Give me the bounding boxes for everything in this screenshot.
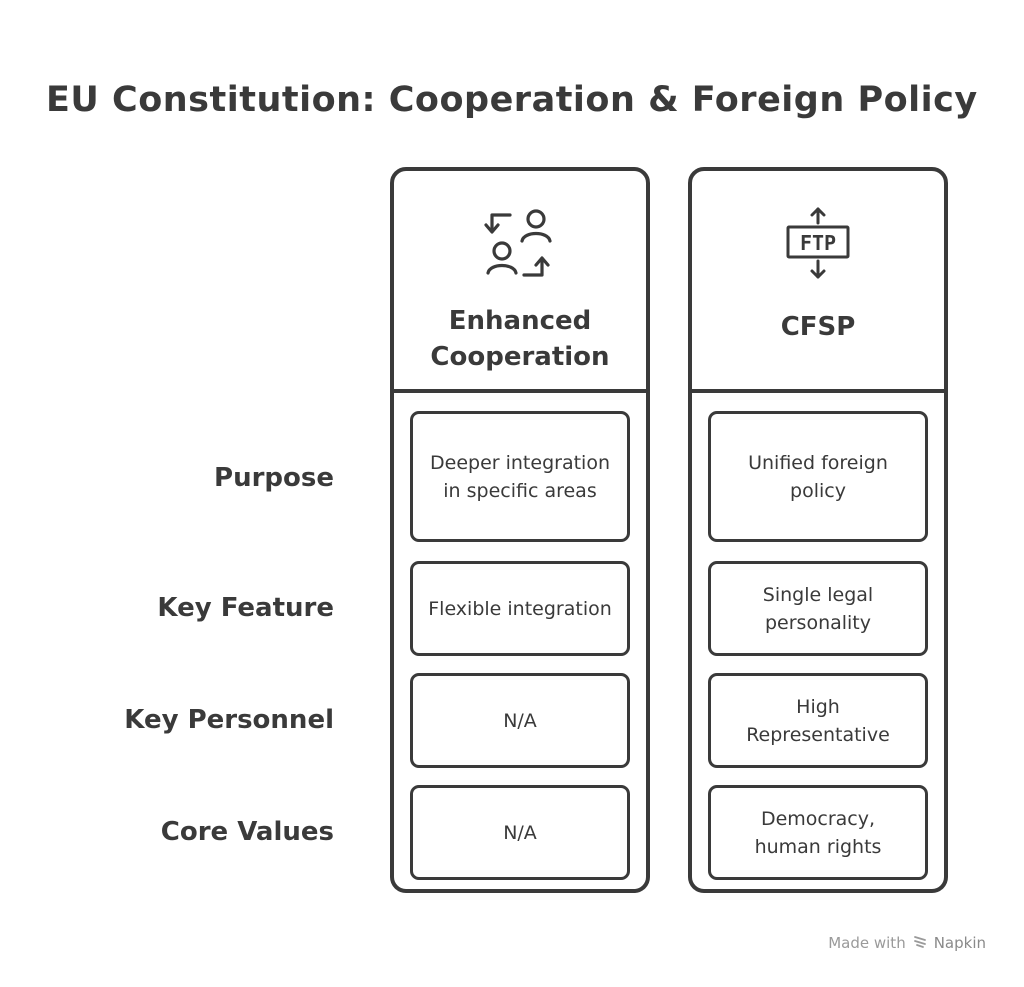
column-title: CFSP <box>780 312 856 342</box>
ftp-icon-label: FTP <box>800 231 836 255</box>
row-label-key-feature: Key Feature <box>157 593 334 623</box>
column-enhanced-cooperation: Enhanced Cooperation Deeper integration … <box>390 167 650 893</box>
users-exchange-icon <box>480 205 560 289</box>
column-header: Enhanced Cooperation <box>394 171 646 393</box>
column-header: FTP CFSP <box>692 171 944 393</box>
cell-key-feature: Flexible integration <box>410 561 630 656</box>
footer-made-with: Made with <box>828 934 906 952</box>
column-cfsp: FTP CFSP Unified foreign policy Single l… <box>688 167 948 893</box>
page-title: EU Constitution: Cooperation & Foreign P… <box>46 80 978 120</box>
column-title: Enhanced Cooperation <box>430 306 610 372</box>
ftp-transfer-icon: FTP <box>778 205 858 289</box>
footer-credit: Made with Napkin <box>828 933 986 953</box>
footer-brand: Napkin <box>933 934 986 952</box>
cell-purpose: Unified foreign policy <box>708 411 928 542</box>
row-label-core-values: Core Values <box>160 817 334 847</box>
napkin-logo-icon <box>912 933 928 953</box>
cell-purpose: Deeper integration in specific areas <box>410 411 630 542</box>
cell-core-values: Democracy, human rights <box>708 785 928 880</box>
row-label-key-personnel: Key Personnel <box>124 705 334 735</box>
cell-key-personnel: High Representative <box>708 673 928 768</box>
cell-key-feature: Single legal personality <box>708 561 928 656</box>
cell-key-personnel: N/A <box>410 673 630 768</box>
cell-core-values: N/A <box>410 785 630 880</box>
row-label-purpose: Purpose <box>214 463 334 493</box>
